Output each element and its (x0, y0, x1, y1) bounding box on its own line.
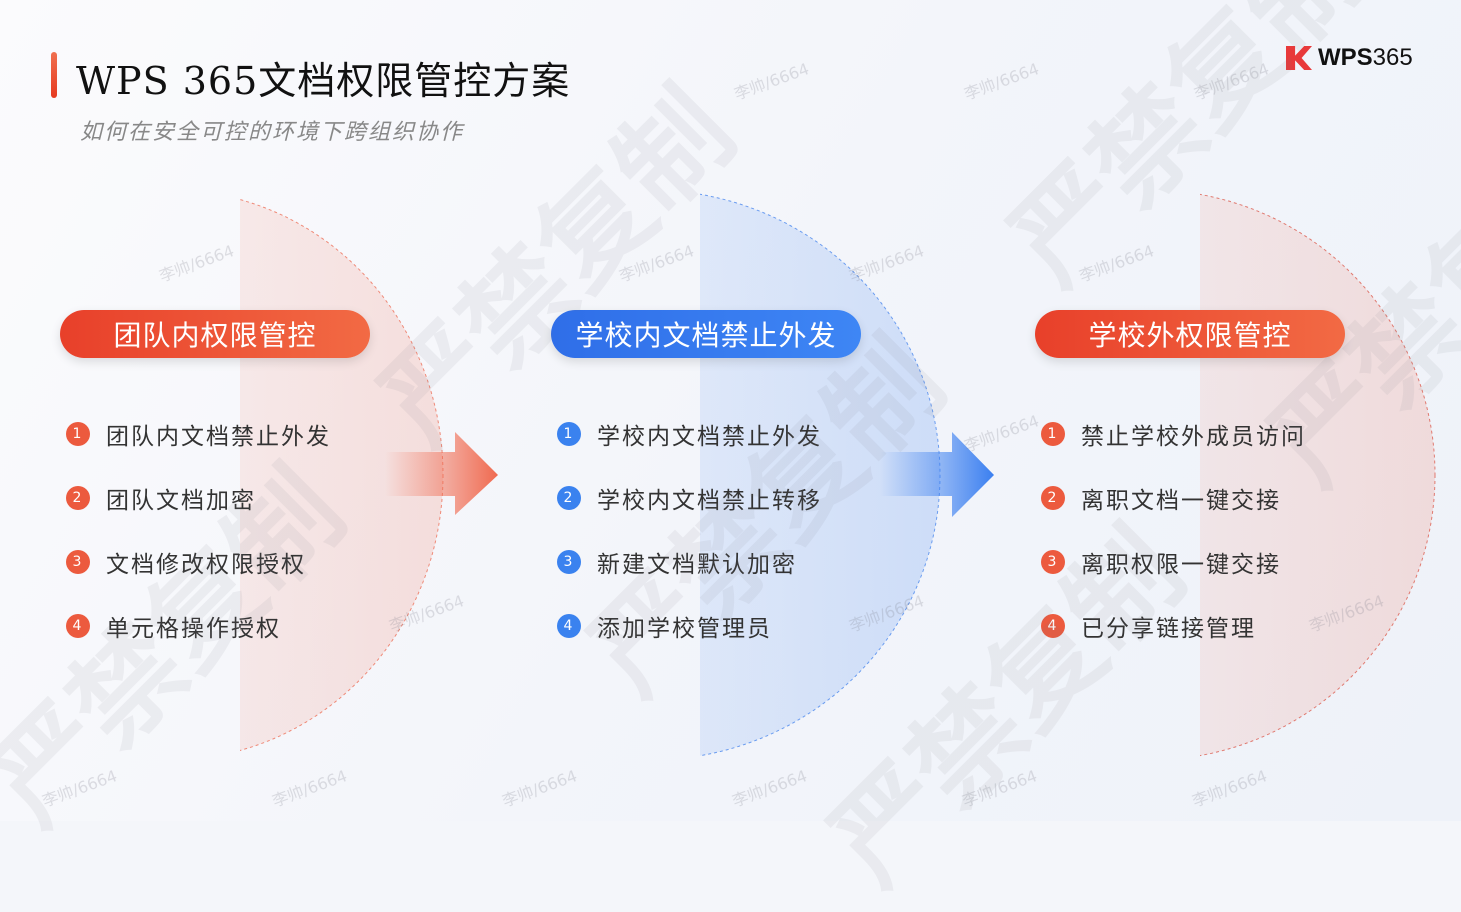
column-team: 团队内权限管控 1 团队内文档禁止外发 2 团队文档加密 3 文档修改权限授权 4 单元… (60, 310, 370, 658)
item-label: 团队内文档禁止外发 (106, 424, 331, 450)
column-external: 学校外权限管控 1 禁止学校外成员访问 2 离职文档一键交接 3 离职权限一键交接 4… (1035, 310, 1345, 658)
item-label: 团队文档加密 (106, 488, 256, 514)
arrow-right-icon (385, 432, 498, 515)
number-badge: 1 (66, 422, 90, 446)
column-school: 学校内文档禁止外发 1 学校内文档禁止外发 2 学校内文档禁止转移 3 新建文档默认加… (551, 310, 861, 658)
item-label: 离职权限一键交接 (1081, 552, 1281, 578)
item-label: 文档修改权限授权 (106, 552, 306, 578)
list-item: 2 团队文档加密 (60, 466, 370, 530)
number-badge: 2 (66, 486, 90, 510)
list-item: 2 离职文档一键交接 (1035, 466, 1345, 530)
title-accent-bar (51, 52, 57, 98)
page-title: WPS 365文档权限管控方案 (76, 59, 571, 103)
list-item: 2 学校内文档禁止转移 (551, 466, 861, 530)
item-label: 禁止学校外成员访问 (1081, 424, 1306, 450)
list-item: 4 已分享链接管理 (1035, 594, 1345, 658)
item-label: 学校内文档禁止外发 (597, 424, 822, 450)
number-badge: 3 (66, 550, 90, 574)
logo-text-light: 365 (1372, 44, 1413, 71)
item-label: 新建文档默认加密 (597, 552, 797, 578)
number-badge: 3 (1041, 550, 1065, 574)
list-item: 4 添加学校管理员 (551, 594, 861, 658)
item-label: 离职文档一键交接 (1081, 488, 1281, 514)
list-item: 3 文档修改权限授权 (60, 530, 370, 594)
list-item: 3 新建文档默认加密 (551, 530, 861, 594)
number-badge: 2 (1041, 486, 1065, 510)
number-badge: 4 (66, 614, 90, 638)
number-badge: 1 (1041, 422, 1065, 446)
item-label: 添加学校管理员 (597, 616, 772, 642)
column-title-pill: 学校外权限管控 (1035, 310, 1345, 358)
number-badge: 3 (557, 550, 581, 574)
number-badge: 4 (1041, 614, 1065, 638)
list-item: 1 学校内文档禁止外发 (551, 402, 861, 466)
logo-text-bold: WPS (1318, 44, 1373, 71)
item-label: 已分享链接管理 (1081, 616, 1256, 642)
list-item: 3 离职权限一键交接 (1035, 530, 1345, 594)
column-title-pill: 学校内文档禁止外发 (551, 310, 861, 358)
number-badge: 2 (557, 486, 581, 510)
item-label: 单元格操作授权 (106, 616, 281, 642)
column-title-pill: 团队内权限管控 (60, 310, 370, 358)
number-badge: 4 (557, 614, 581, 638)
list-item: 1 团队内文档禁止外发 (60, 402, 370, 466)
arrow-right-icon (880, 432, 994, 517)
item-label: 学校内文档禁止转移 (597, 488, 822, 514)
list-item: 1 禁止学校外成员访问 (1035, 402, 1345, 466)
number-badge: 1 (557, 422, 581, 446)
wps365-logo: WPS365 (1286, 44, 1413, 72)
page-subtitle: 如何在安全可控的环境下跨组织协作 (80, 120, 465, 145)
list-item: 4 单元格操作授权 (60, 594, 370, 658)
